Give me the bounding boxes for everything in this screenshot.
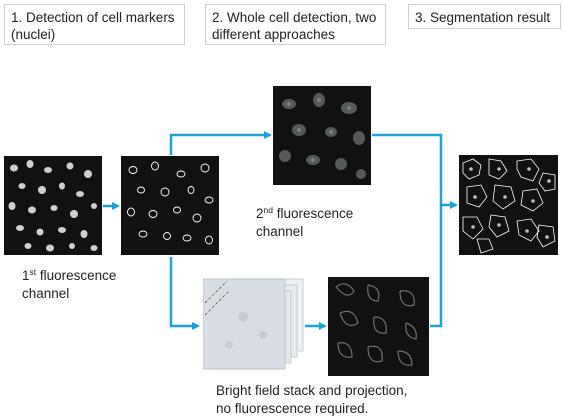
bright-field-projection-image <box>328 277 429 376</box>
step-1-box: 1. Detection of cell markers (nuclei) <box>4 4 185 45</box>
step-2-line-1: 2. Whole cell detection, two <box>212 10 377 25</box>
second-channel-label: 2nd fluorescence channel <box>256 205 354 239</box>
second-channel-image <box>273 86 371 185</box>
first-channel-label: 1st fluorescence channel <box>22 267 117 301</box>
step-2-box: 2. Whole cell detection, two different a… <box>205 4 386 45</box>
nuclei-segmentation-image <box>121 156 219 255</box>
segmentation-result-image <box>459 155 558 255</box>
bright-field-stack-image <box>203 277 305 374</box>
first-channel-image <box>4 156 102 255</box>
step-1-line-1: 1. Detection of cell markers <box>11 10 175 25</box>
step-3-box: 3. Segmentation result <box>408 4 561 29</box>
step-3-line-1: 3. Segmentation result <box>415 10 551 25</box>
arrow-to-second-channel <box>169 131 272 155</box>
bright-field-label: Bright field stack and projection, no fl… <box>216 383 408 416</box>
step-1-line-2: (nuclei) <box>11 27 56 42</box>
step-2-line-2: different approaches <box>212 27 335 42</box>
arrow-second-channel-to-result <box>372 133 458 209</box>
arrow-projection-to-result <box>430 205 443 328</box>
arrow-to-bright-field <box>169 257 200 330</box>
